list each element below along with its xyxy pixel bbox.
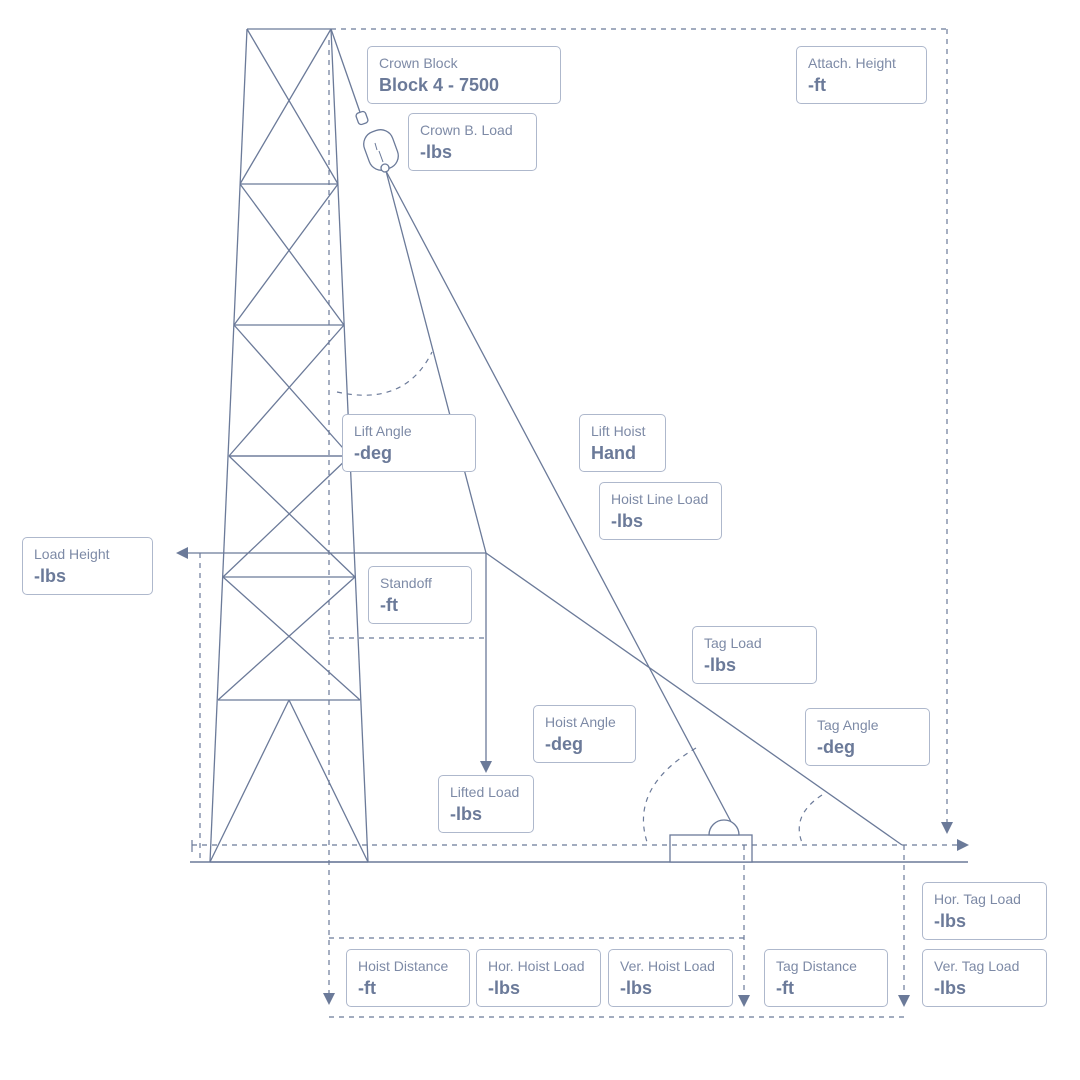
hor-hoist-load-value: -lbs — [488, 978, 521, 998]
load-height-box[interactable]: Load Height -lbs — [22, 537, 153, 595]
tag-angle-label: Tag Angle — [817, 717, 879, 733]
lift-hoist-value: Hand — [591, 443, 636, 463]
crown-b-load-label: Crown B. Load — [420, 122, 513, 138]
load-height-value: -lbs — [34, 566, 67, 586]
hoist-line-load-box[interactable]: Hoist Line Load -lbs — [599, 482, 722, 540]
ver-tag-load-label: Ver. Tag Load — [934, 958, 1020, 974]
tag-distance-box[interactable]: Tag Distance -ft — [764, 949, 888, 1007]
ver-hoist-load-label: Ver. Hoist Load — [620, 958, 715, 974]
dimension-lines — [192, 28, 969, 1018]
hoist-angle-label: Hoist Angle — [545, 714, 616, 730]
hoist-distance-value: -ft — [358, 978, 376, 998]
hor-tag-load-box[interactable]: Hor. Tag Load -lbs — [922, 882, 1047, 940]
hor-tag-load-label: Hor. Tag Load — [934, 891, 1021, 907]
hor-tag-load-value: -lbs — [934, 911, 967, 931]
load-height-label: Load Height — [34, 546, 110, 562]
lift-hoist-label: Lift Hoist — [591, 423, 646, 439]
hoist-distance-label: Hoist Distance — [358, 958, 449, 974]
crown-b-load-value: -lbs — [420, 142, 453, 162]
lift-angle-value: -deg — [354, 443, 392, 463]
hor-hoist-load-box[interactable]: Hor. Hoist Load -lbs — [476, 949, 601, 1007]
attach-height-value: -ft — [808, 75, 826, 95]
hoist-angle-box[interactable]: Hoist Angle -deg — [533, 705, 636, 763]
lift-angle-box[interactable]: Lift Angle -deg — [342, 414, 476, 472]
ver-tag-load-value: -lbs — [934, 978, 967, 998]
hoist-line-load-label: Hoist Line Load — [611, 491, 709, 507]
lifted-load-value: -lbs — [450, 804, 483, 824]
hoist-line-load-value: -lbs — [611, 511, 644, 531]
tag-distance-value: -ft — [776, 978, 794, 998]
ver-tag-load-box[interactable]: Ver. Tag Load -lbs — [922, 949, 1047, 1007]
hoist-angle-value: -deg — [545, 734, 583, 754]
lift-hoist-box[interactable]: Lift Hoist Hand — [579, 414, 666, 472]
standoff-label: Standoff — [380, 575, 432, 591]
ver-hoist-load-box[interactable]: Ver. Hoist Load -lbs — [608, 949, 733, 1007]
hoist-lines — [176, 170, 903, 846]
crown-block-label: Crown Block — [379, 55, 458, 71]
standoff-value: -ft — [380, 595, 398, 615]
crown-block-value: Block 4 - 7500 — [379, 75, 500, 95]
crown-b-load-box[interactable]: Crown B. Load -lbs — [408, 113, 537, 171]
hoist-distance-box[interactable]: Hoist Distance -ft — [346, 949, 470, 1007]
crown-block-box[interactable]: Crown Block Block 4 - 7500 — [367, 46, 561, 104]
hor-hoist-load-label: Hor. Hoist Load — [488, 958, 585, 974]
tag-load-box[interactable]: Tag Load -lbs — [692, 626, 817, 684]
crown-block-pulley — [330, 28, 399, 173]
tag-angle-box[interactable]: Tag Angle -deg — [805, 708, 930, 766]
lift-angle-label: Lift Angle — [354, 423, 412, 439]
tag-load-label: Tag Load — [704, 635, 762, 651]
attach-height-box[interactable]: Attach. Height -ft — [796, 46, 927, 104]
attach-height-label: Attach. Height — [808, 55, 896, 71]
derrick-tower — [209, 28, 369, 863]
tag-distance-label: Tag Distance — [776, 958, 857, 974]
tag-angle-value: -deg — [817, 737, 855, 757]
tag-load-value: -lbs — [704, 655, 737, 675]
lifted-load-label: Lifted Load — [450, 784, 520, 800]
standoff-box[interactable]: Standoff -ft — [368, 566, 472, 624]
ver-hoist-load-value: -lbs — [620, 978, 653, 998]
lifted-load-box[interactable]: Lifted Load -lbs — [438, 775, 534, 833]
hoist-base — [669, 819, 753, 863]
